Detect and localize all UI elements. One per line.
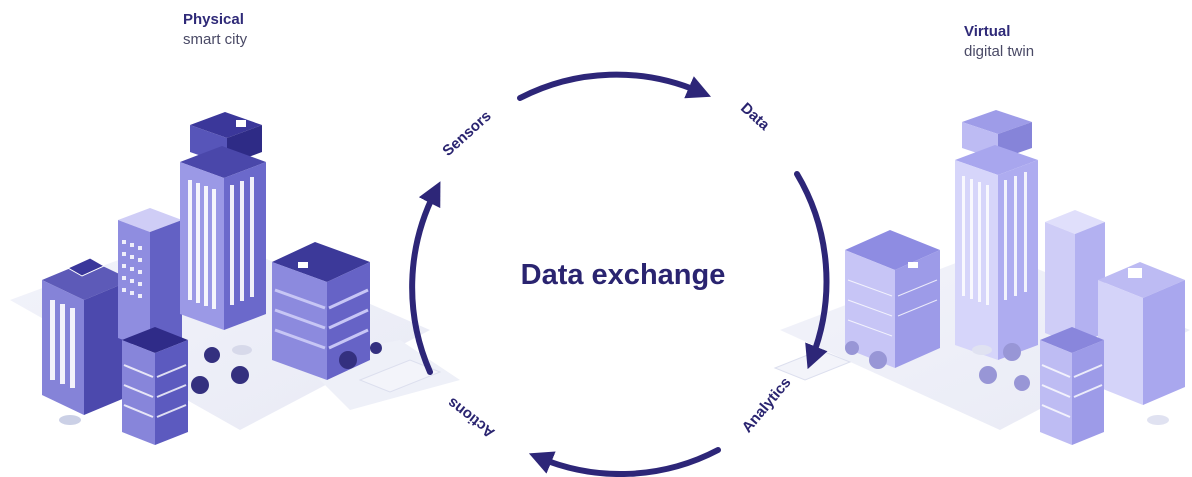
arrow-analytics-to-actions bbox=[528, 447, 721, 477]
step-actions-label: Actions bbox=[444, 394, 498, 441]
building-tower bbox=[180, 112, 266, 330]
arrow-data-to-analytics bbox=[794, 171, 830, 370]
arrow-sensors-to-data bbox=[517, 71, 712, 101]
cycle-arrows bbox=[409, 71, 830, 477]
physical-label: Physical smart city bbox=[183, 10, 247, 50]
step-sensors-label: Sensors bbox=[439, 108, 494, 160]
center-label: Data exchange bbox=[521, 259, 726, 291]
physical-title: Physical bbox=[183, 11, 244, 28]
physical-subtitle: smart city bbox=[183, 31, 248, 48]
twin-building-office bbox=[845, 230, 940, 368]
step-data-label: Data bbox=[737, 99, 773, 134]
trees-left bbox=[191, 342, 382, 394]
building-front bbox=[122, 327, 188, 445]
virtual-label: Virtual digital twin bbox=[964, 22, 1034, 62]
physical-city-illustration bbox=[10, 112, 460, 445]
arrow-actions-to-sensors bbox=[409, 181, 441, 375]
virtual-city-illustration bbox=[773, 110, 1190, 445]
twin-building-front bbox=[1040, 327, 1104, 445]
virtual-subtitle: digital twin bbox=[964, 43, 1035, 60]
building-mid bbox=[118, 208, 182, 350]
twin-building-right bbox=[1098, 262, 1185, 405]
trees-right bbox=[845, 341, 1030, 391]
building-office bbox=[272, 242, 370, 380]
step-analytics-label: Analytics bbox=[739, 374, 795, 436]
twin-building-tower bbox=[955, 110, 1038, 360]
twin-building-mid bbox=[1045, 210, 1105, 345]
virtual-title: Virtual bbox=[964, 23, 1011, 40]
